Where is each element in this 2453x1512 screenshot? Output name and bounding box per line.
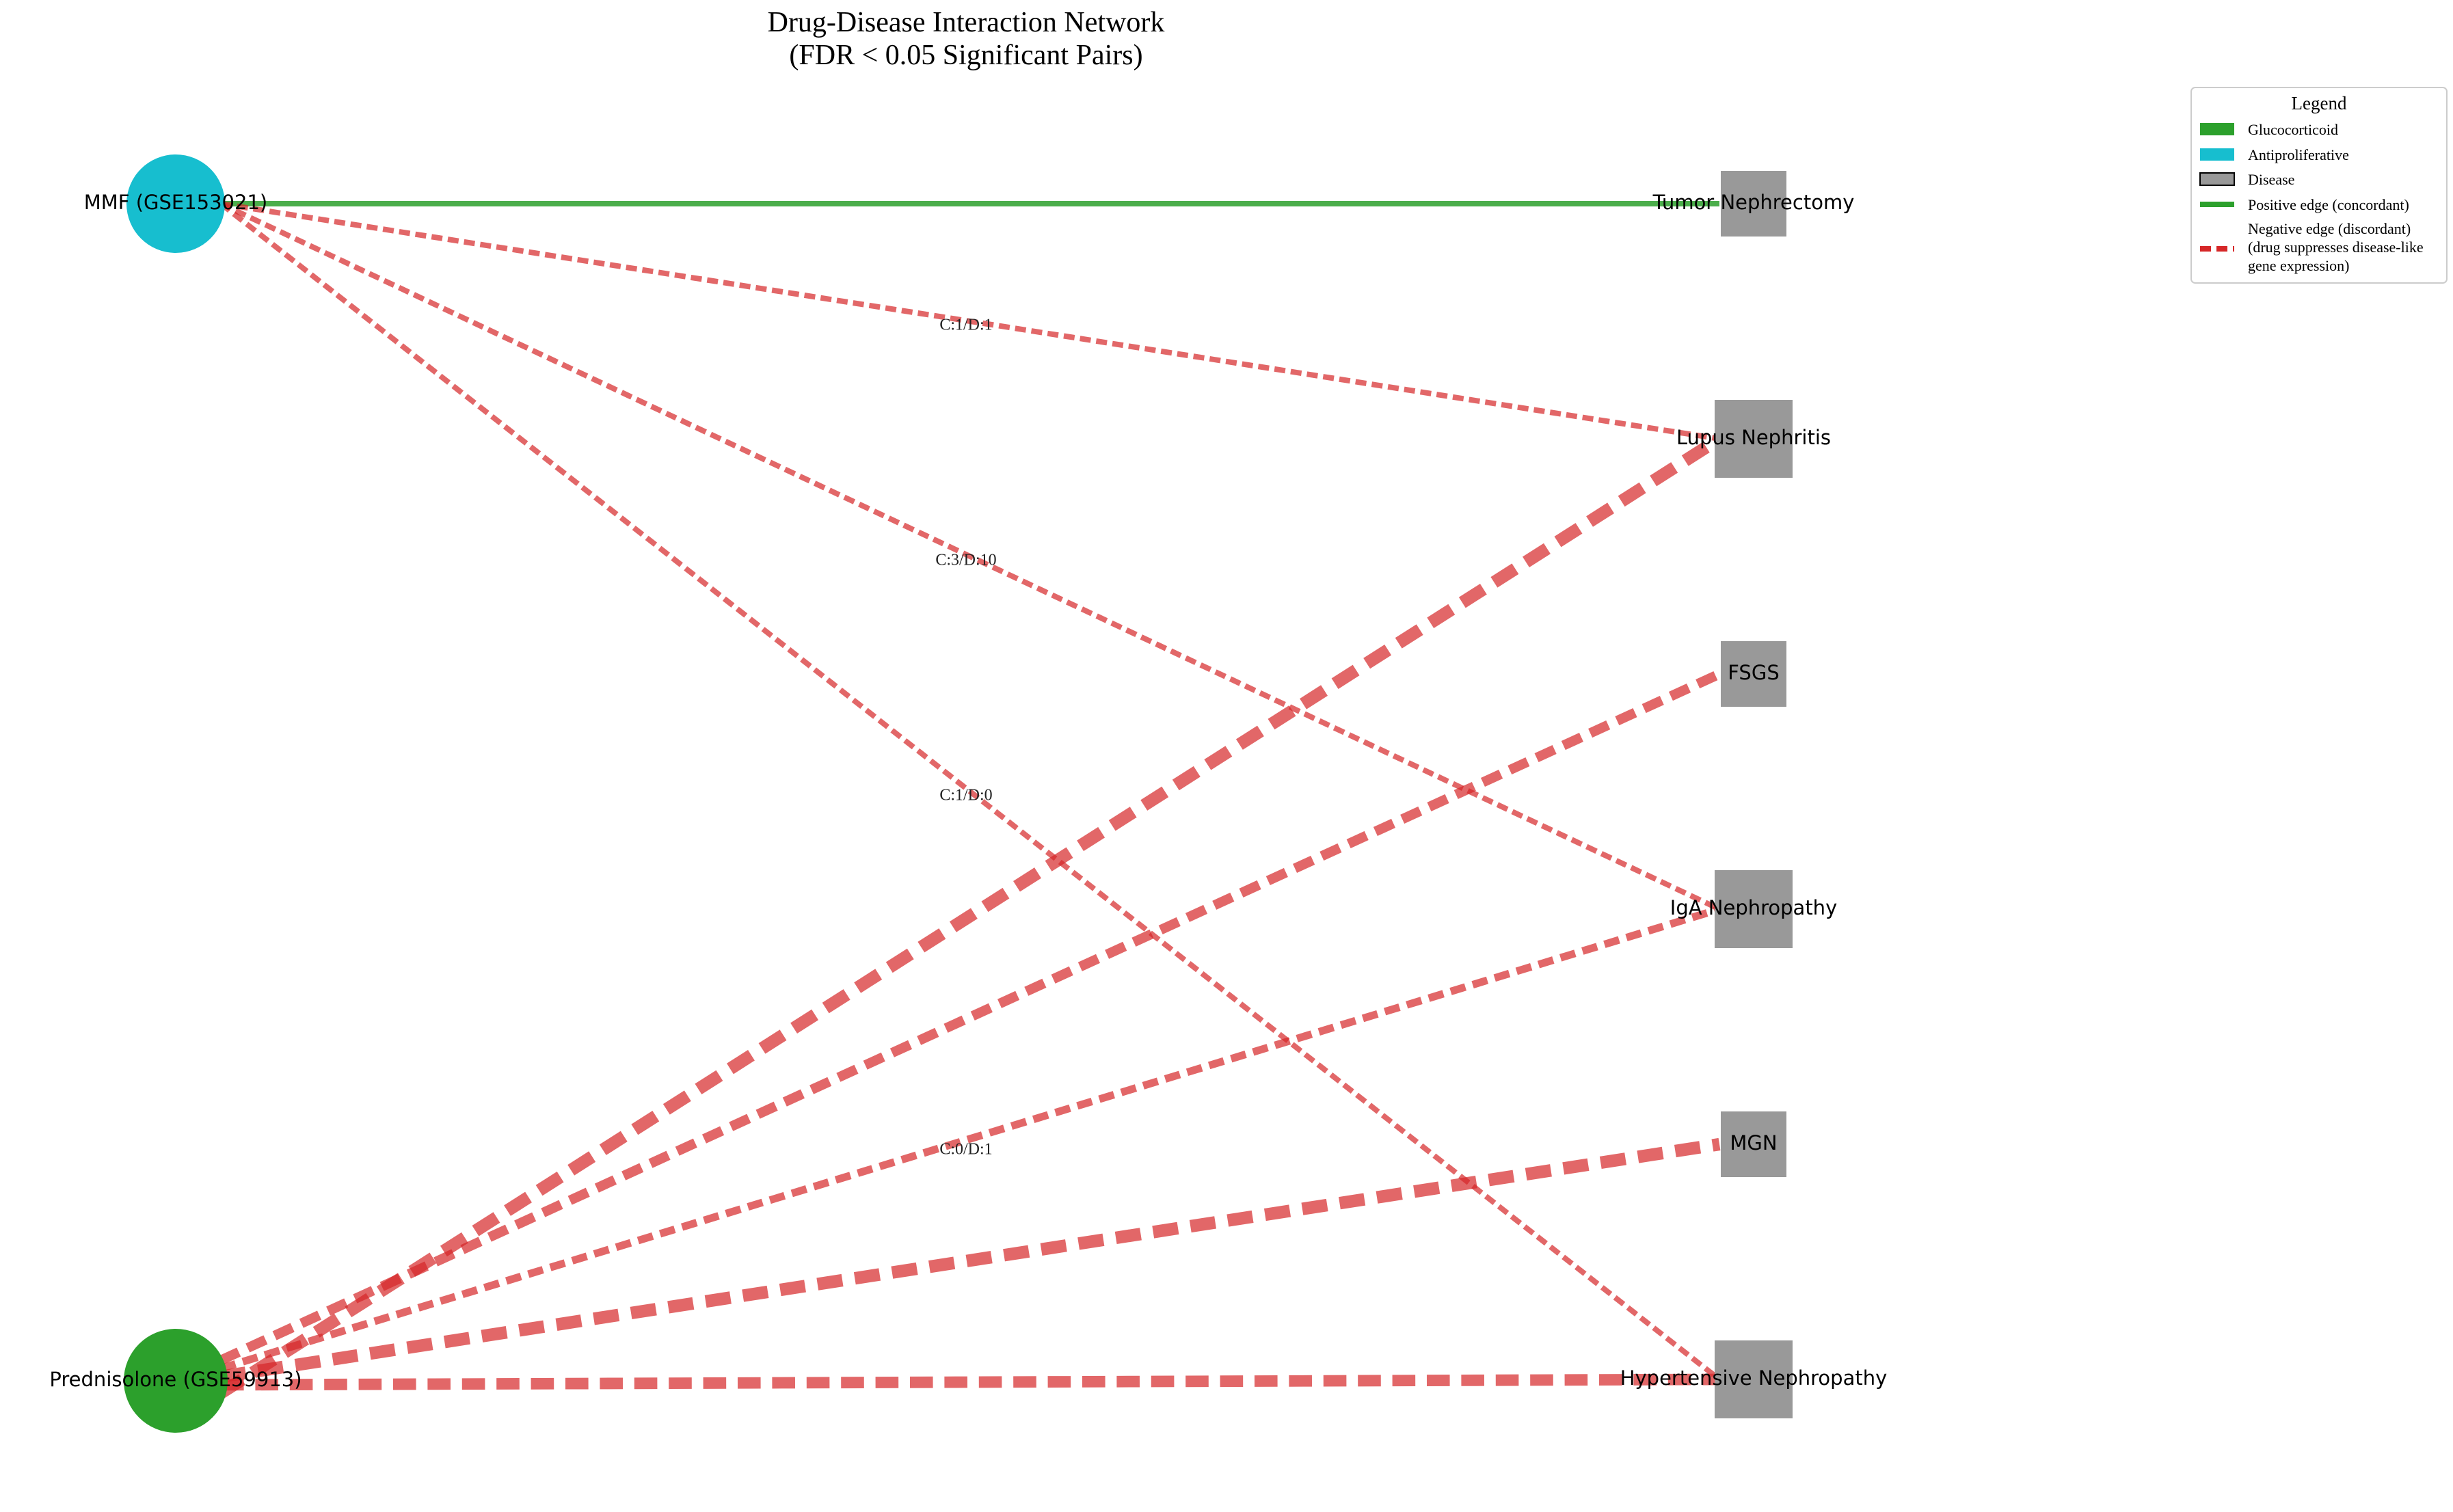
legend-label-negative-edge-sub2: gene expression) (2248, 257, 2349, 274)
diagram-title: Drug-Disease Interaction Network (768, 7, 1165, 38)
disease-label-lupus: Lupus Nephritis (1676, 426, 1831, 449)
edge-label-mmf-iga: C:3/D:10 (935, 552, 996, 569)
legend-label-antiproliferative: Antiproliferative (2248, 146, 2349, 163)
legend-frame (2190, 87, 2448, 284)
edge-pred-mgn (219, 1137, 1721, 1383)
disease-label-tumor: Tumor Nephrectomy (1652, 191, 1855, 214)
edge-mmf-lupus (220, 201, 1720, 442)
edge-pred-htn (220, 1373, 1720, 1391)
legend-label-negative-edge: Negative edge (discordant) (2248, 220, 2411, 237)
disease-node-htn[interactable] (1715, 1340, 1793, 1418)
node-layer: MMF (GSE153021) Prednisolone (GSE59913) Tu… (49, 154, 1887, 1433)
edge-pred-lupus (217, 433, 1723, 1399)
legend: Legend Glucocorticoid Antiproliferative … (2190, 87, 2448, 284)
edge-label-pred-iga: C:0/D:1 (939, 1141, 992, 1159)
disease-node-fsgs[interactable] (1721, 641, 1786, 707)
legend-label-negative-edge-sub1: (drug suppresses disease-like (2248, 239, 2424, 256)
disease-node-lupus[interactable] (1715, 400, 1793, 478)
drug-label-pred: Prednisolone (GSE59913) (49, 1368, 301, 1391)
disease-label-iga: IgA Nephropathy (1670, 896, 1837, 919)
edge-label-mmf-lupus: C:1/D:1 (939, 316, 992, 334)
drug-label-mmf: MMF (GSE153021) (84, 191, 267, 214)
disease-node-iga[interactable] (1715, 870, 1793, 948)
legend-title: Legend (2292, 93, 2347, 113)
disease-label-mgn: MGN (1730, 1131, 1777, 1155)
drug-node-pred[interactable] (124, 1329, 228, 1433)
legend-label-glucocorticoid: Glucocorticoid (2248, 121, 2338, 138)
drug-node-mmf[interactable] (126, 154, 225, 253)
edge-layer (217, 201, 1723, 1399)
legend-label-disease: Disease (2248, 171, 2294, 188)
legend-label-positive-edge: Positive edge (concordant) (2248, 196, 2409, 213)
diagram-subtitle: (FDR < 0.05 Significant Pairs) (789, 40, 1142, 71)
edge-mmf-htn (219, 201, 1721, 1382)
edge-label-mmf-htn: C:1/D:0 (939, 787, 992, 805)
disease-label-fsgs: FSGS (1728, 661, 1779, 684)
legend-swatch-glucocorticoid (2200, 123, 2234, 135)
disease-node-tumor[interactable] (1721, 171, 1786, 237)
edge-label-layer: C:1/D:1C:3/D:10C:1/D:0C:0/D:1 (935, 316, 996, 1159)
legend-swatch-disease (2199, 172, 2235, 186)
edge-pred-iga (219, 905, 1721, 1373)
edge-pred-fsgs (219, 669, 1721, 1365)
disease-node-mgn[interactable] (1721, 1111, 1786, 1177)
legend-swatch-antiproliferative (2200, 148, 2234, 161)
disease-label-htn: Hypertensive Nephropathy (1620, 1366, 1888, 1390)
